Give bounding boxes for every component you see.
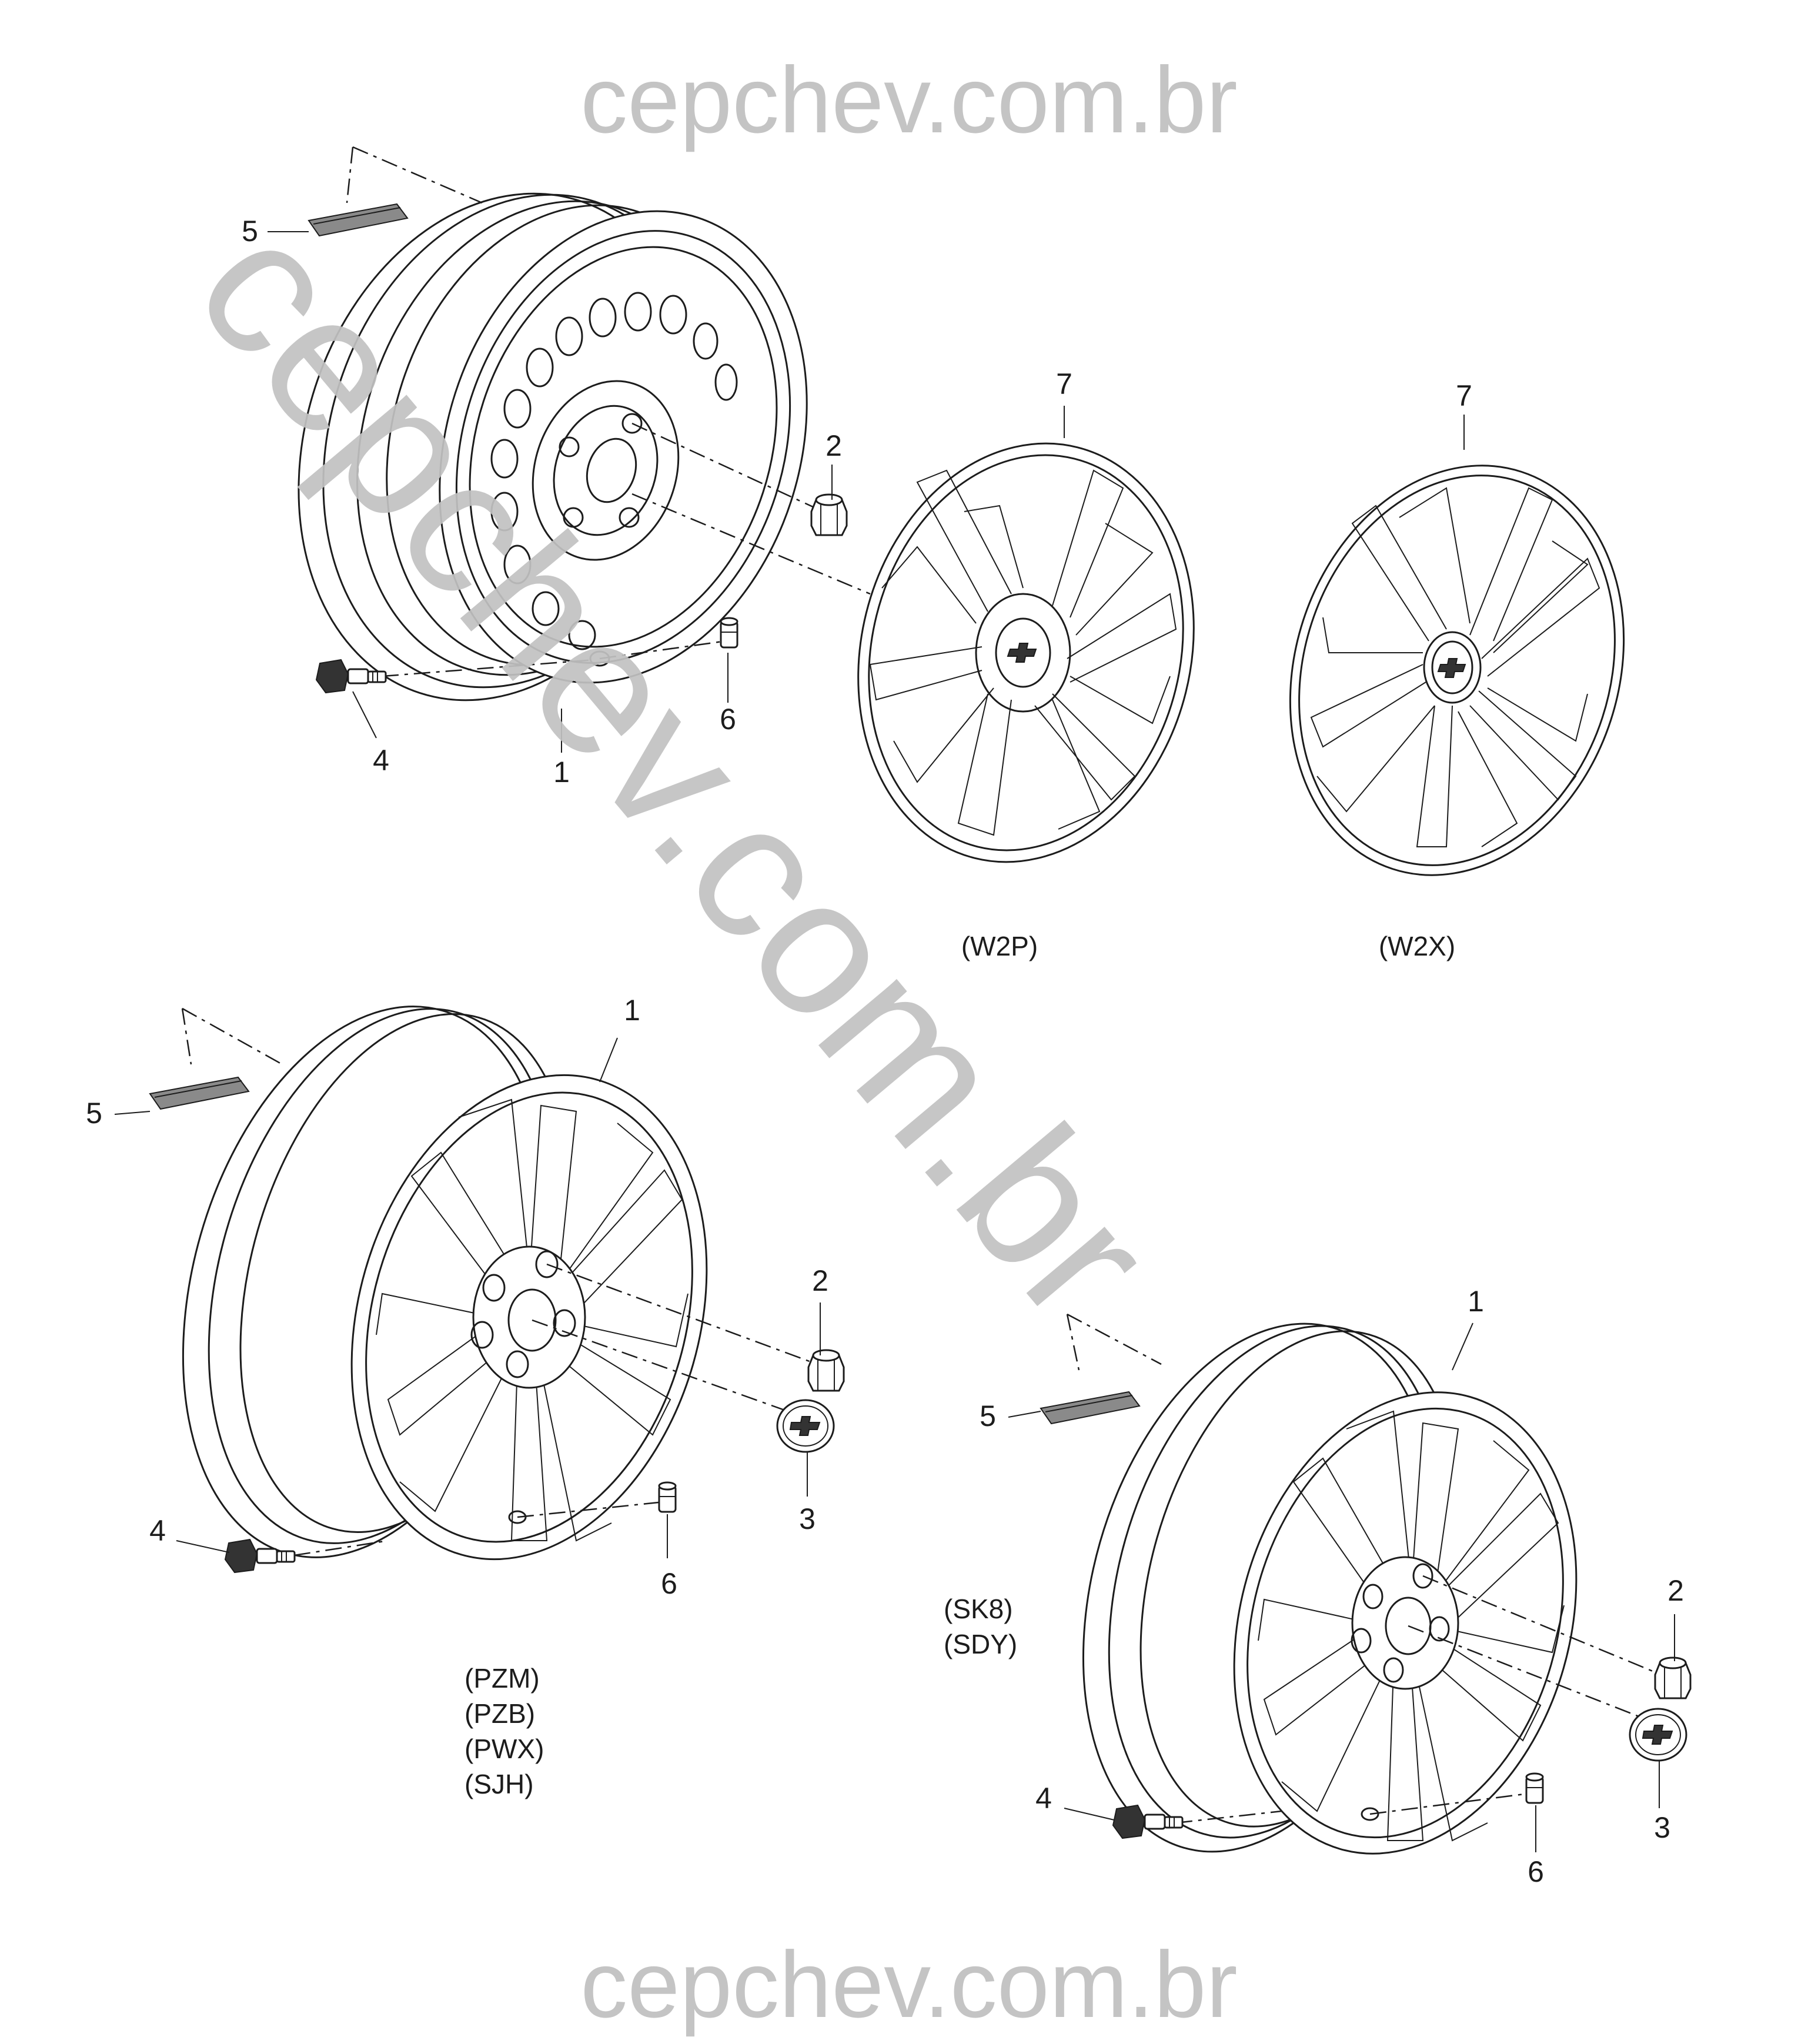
label-nut: 2 — [812, 1264, 828, 1297]
lug-nut-part — [810, 493, 848, 536]
label-center-cap: 3 — [799, 1502, 816, 1535]
valve-cap-part — [658, 1481, 677, 1513]
lug-nut-part — [807, 1349, 845, 1392]
label-weight: 5 — [980, 1400, 996, 1432]
code-pwx: (PWX) — [464, 1734, 544, 1764]
label-tpms: 4 — [373, 744, 389, 777]
label-nut: 2 — [1667, 1574, 1684, 1607]
label-tpms: 4 — [149, 1514, 166, 1547]
center-cap-part — [1629, 1708, 1687, 1762]
tpms-sensor-part — [315, 659, 387, 694]
label-nut: 2 — [826, 429, 842, 462]
hubcap-w2x — [1289, 465, 1625, 876]
code-sk8: (SK8) — [944, 1594, 1013, 1624]
label-tpms: 4 — [1035, 1782, 1052, 1815]
code-pzm: (PZM) — [464, 1663, 540, 1694]
tpms-sensor-part — [1112, 1804, 1184, 1839]
code-w2p: (W2P) — [961, 931, 1038, 961]
label-hubcap-w2x: 7 — [1456, 379, 1472, 412]
label-wheel: 1 — [1468, 1285, 1484, 1318]
hubcap-w2p — [857, 442, 1195, 863]
balance-weight-part — [149, 1077, 249, 1110]
center-cap-part — [776, 1399, 835, 1453]
alloy-wheel-right-assembly — [1082, 1322, 1578, 1855]
code-sdy: (SDY) — [944, 1629, 1017, 1659]
label-hubcap-w2p: 7 — [1056, 368, 1072, 400]
label-valve-cap: 6 — [661, 1567, 677, 1600]
label-weight: 5 — [86, 1097, 102, 1130]
label-center-cap: 3 — [1654, 1811, 1670, 1844]
alloy-wheel-left-assembly — [182, 1006, 708, 1561]
code-w2x: (W2X) — [1379, 931, 1455, 961]
valve-cap-part — [1525, 1772, 1544, 1804]
label-weight: 5 — [242, 215, 258, 248]
steel-wheel-assembly — [298, 192, 808, 702]
code-pzb: (PZB) — [464, 1698, 535, 1729]
watermark-bottom: cepchev.com.br — [580, 1932, 1238, 2037]
label-valve-cap: 6 — [1528, 1855, 1544, 1888]
label-wheel: 1 — [624, 994, 640, 1027]
watermark-top: cepchev.com.br — [580, 47, 1238, 152]
tpms-sensor-part — [224, 1538, 296, 1574]
label-wheel: 1 — [553, 756, 570, 789]
label-valve-cap: 6 — [720, 703, 736, 736]
vent-holes — [490, 292, 738, 650]
code-sjh: (SJH) — [464, 1769, 534, 1799]
balance-weight-part — [1040, 1391, 1140, 1424]
lug-nut-part — [1654, 1656, 1692, 1699]
valve-cap-part — [720, 617, 738, 649]
